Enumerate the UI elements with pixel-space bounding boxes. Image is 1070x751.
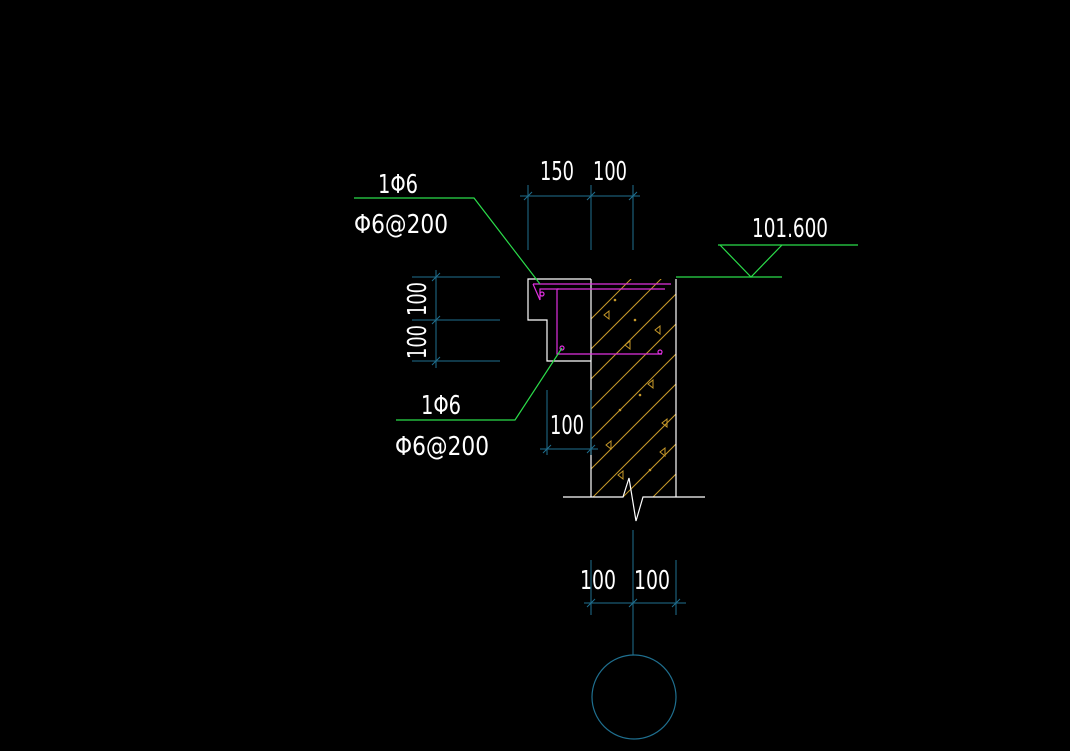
dimension-top-right: 100 bbox=[593, 157, 627, 187]
elevation-label: 101.600 bbox=[752, 214, 828, 244]
leader-lines bbox=[354, 197, 858, 421]
dimension-step: 100 bbox=[550, 411, 584, 441]
axis-bubble-icon bbox=[591, 654, 677, 740]
bottom-rebar-count-label: 1Φ6 bbox=[421, 391, 461, 421]
dimension-side-upper: 100 bbox=[403, 282, 433, 316]
elevation-marker-icon bbox=[719, 244, 783, 278]
bottom-rebar-spacing-label: Φ6@200 bbox=[395, 432, 489, 462]
wall-hatch bbox=[591, 279, 676, 497]
concrete-marks bbox=[603, 298, 668, 481]
section-outline bbox=[527, 278, 705, 522]
dimension-side-lower: 100 bbox=[403, 325, 433, 359]
rebar-stirrups bbox=[532, 283, 671, 355]
dimension-lines bbox=[412, 185, 686, 655]
dimension-top-left: 150 bbox=[540, 157, 574, 187]
top-rebar-spacing-label: Φ6@200 bbox=[354, 210, 448, 240]
dimension-bottom-right: 100 bbox=[634, 566, 670, 596]
dimension-bottom-left: 100 bbox=[580, 566, 616, 596]
top-rebar-count-label: 1Φ6 bbox=[378, 170, 418, 200]
